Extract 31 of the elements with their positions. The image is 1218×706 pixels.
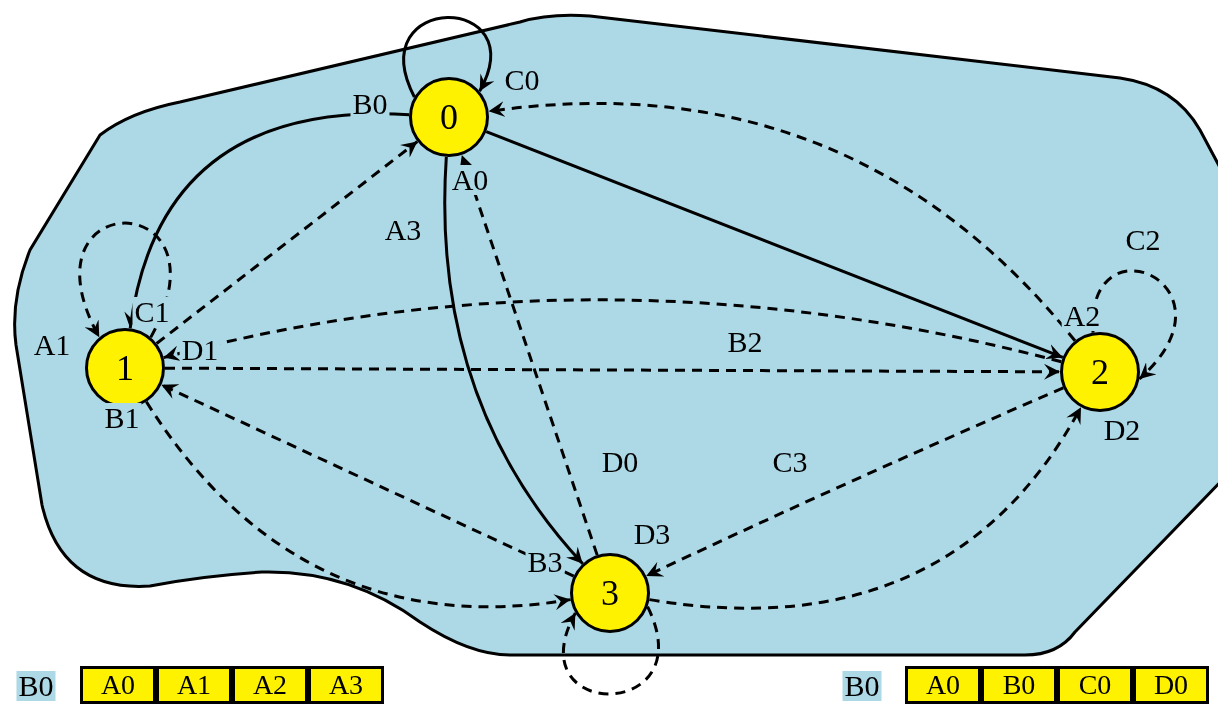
transition-label: A0 xyxy=(449,165,491,195)
transition-arrow xyxy=(459,154,599,556)
table-cell: A1 xyxy=(156,666,232,704)
state-number: 1 xyxy=(116,347,134,389)
table-cell: A0 xyxy=(80,666,156,704)
state-number: 2 xyxy=(1091,351,1109,393)
state-number: 3 xyxy=(601,572,619,614)
transition-label: B0 xyxy=(16,671,56,701)
state-number: 0 xyxy=(440,96,458,138)
transition-arrow xyxy=(125,112,410,329)
transition-arrow xyxy=(402,16,494,98)
table-cell: D0 xyxy=(1133,666,1209,704)
transition-arrow xyxy=(443,156,584,565)
transition-arrow xyxy=(145,400,571,610)
transition-arrow xyxy=(78,221,172,338)
transition-arrow xyxy=(155,140,419,345)
transition-arrow xyxy=(160,383,575,578)
transition-arrow xyxy=(485,130,1064,359)
transition-arrow xyxy=(645,386,1064,578)
table-cell: A3 xyxy=(308,666,384,704)
transition-arrow xyxy=(165,363,1060,380)
transition-arrow xyxy=(649,406,1083,610)
transition-arrow xyxy=(561,606,660,696)
table-cell: A2 xyxy=(232,666,308,704)
transition-label: B0 xyxy=(842,671,882,701)
transition-arrow xyxy=(488,101,1077,342)
table-cell: C0 xyxy=(1057,666,1133,704)
transition-arrow xyxy=(163,298,1062,364)
table-cell: B0 xyxy=(981,666,1057,704)
table-cell: A0 xyxy=(905,666,981,704)
transition-label: C1 xyxy=(132,297,172,327)
